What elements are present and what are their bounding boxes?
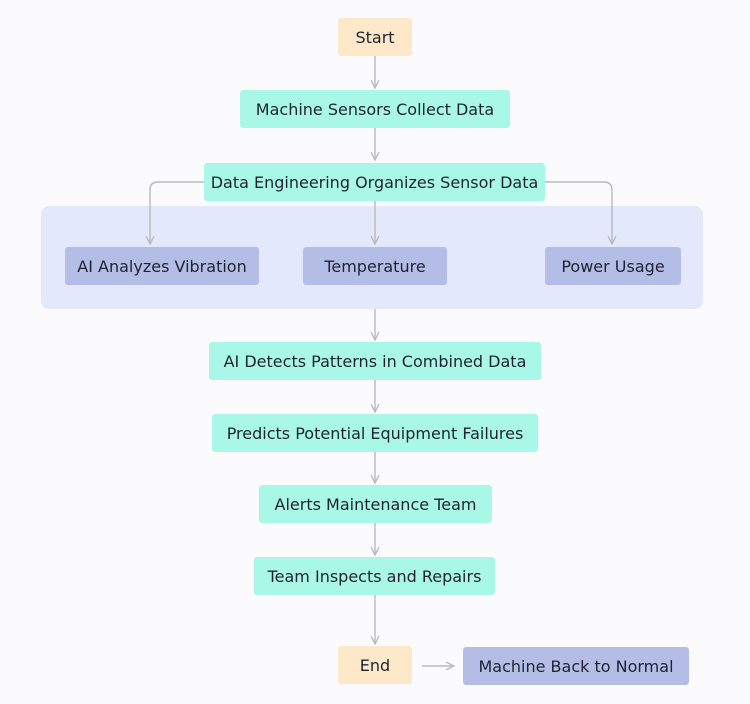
power-usage-node[interactable]: Power Usage (545, 247, 681, 285)
vibration-node[interactable]: AI Analyzes Vibration (65, 247, 259, 285)
detect-patterns-node[interactable]: AI Detects Patterns in Combined Data (209, 342, 541, 380)
alerts-team-node[interactable]: Alerts Maintenance Team (259, 485, 492, 523)
organize-data-node[interactable]: Data Engineering Organizes Sensor Data (204, 163, 545, 201)
end-node[interactable]: End (338, 646, 412, 684)
collect-data-node[interactable]: Machine Sensors Collect Data (240, 90, 510, 128)
predict-failures-node[interactable]: Predicts Potential Equipment Failures (212, 414, 538, 452)
start-node[interactable]: Start (338, 18, 412, 56)
machine-normal-node[interactable]: Machine Back to Normal (463, 647, 689, 685)
temperature-node[interactable]: Temperature (303, 247, 447, 285)
inspect-repair-node[interactable]: Team Inspects and Repairs (254, 557, 495, 595)
